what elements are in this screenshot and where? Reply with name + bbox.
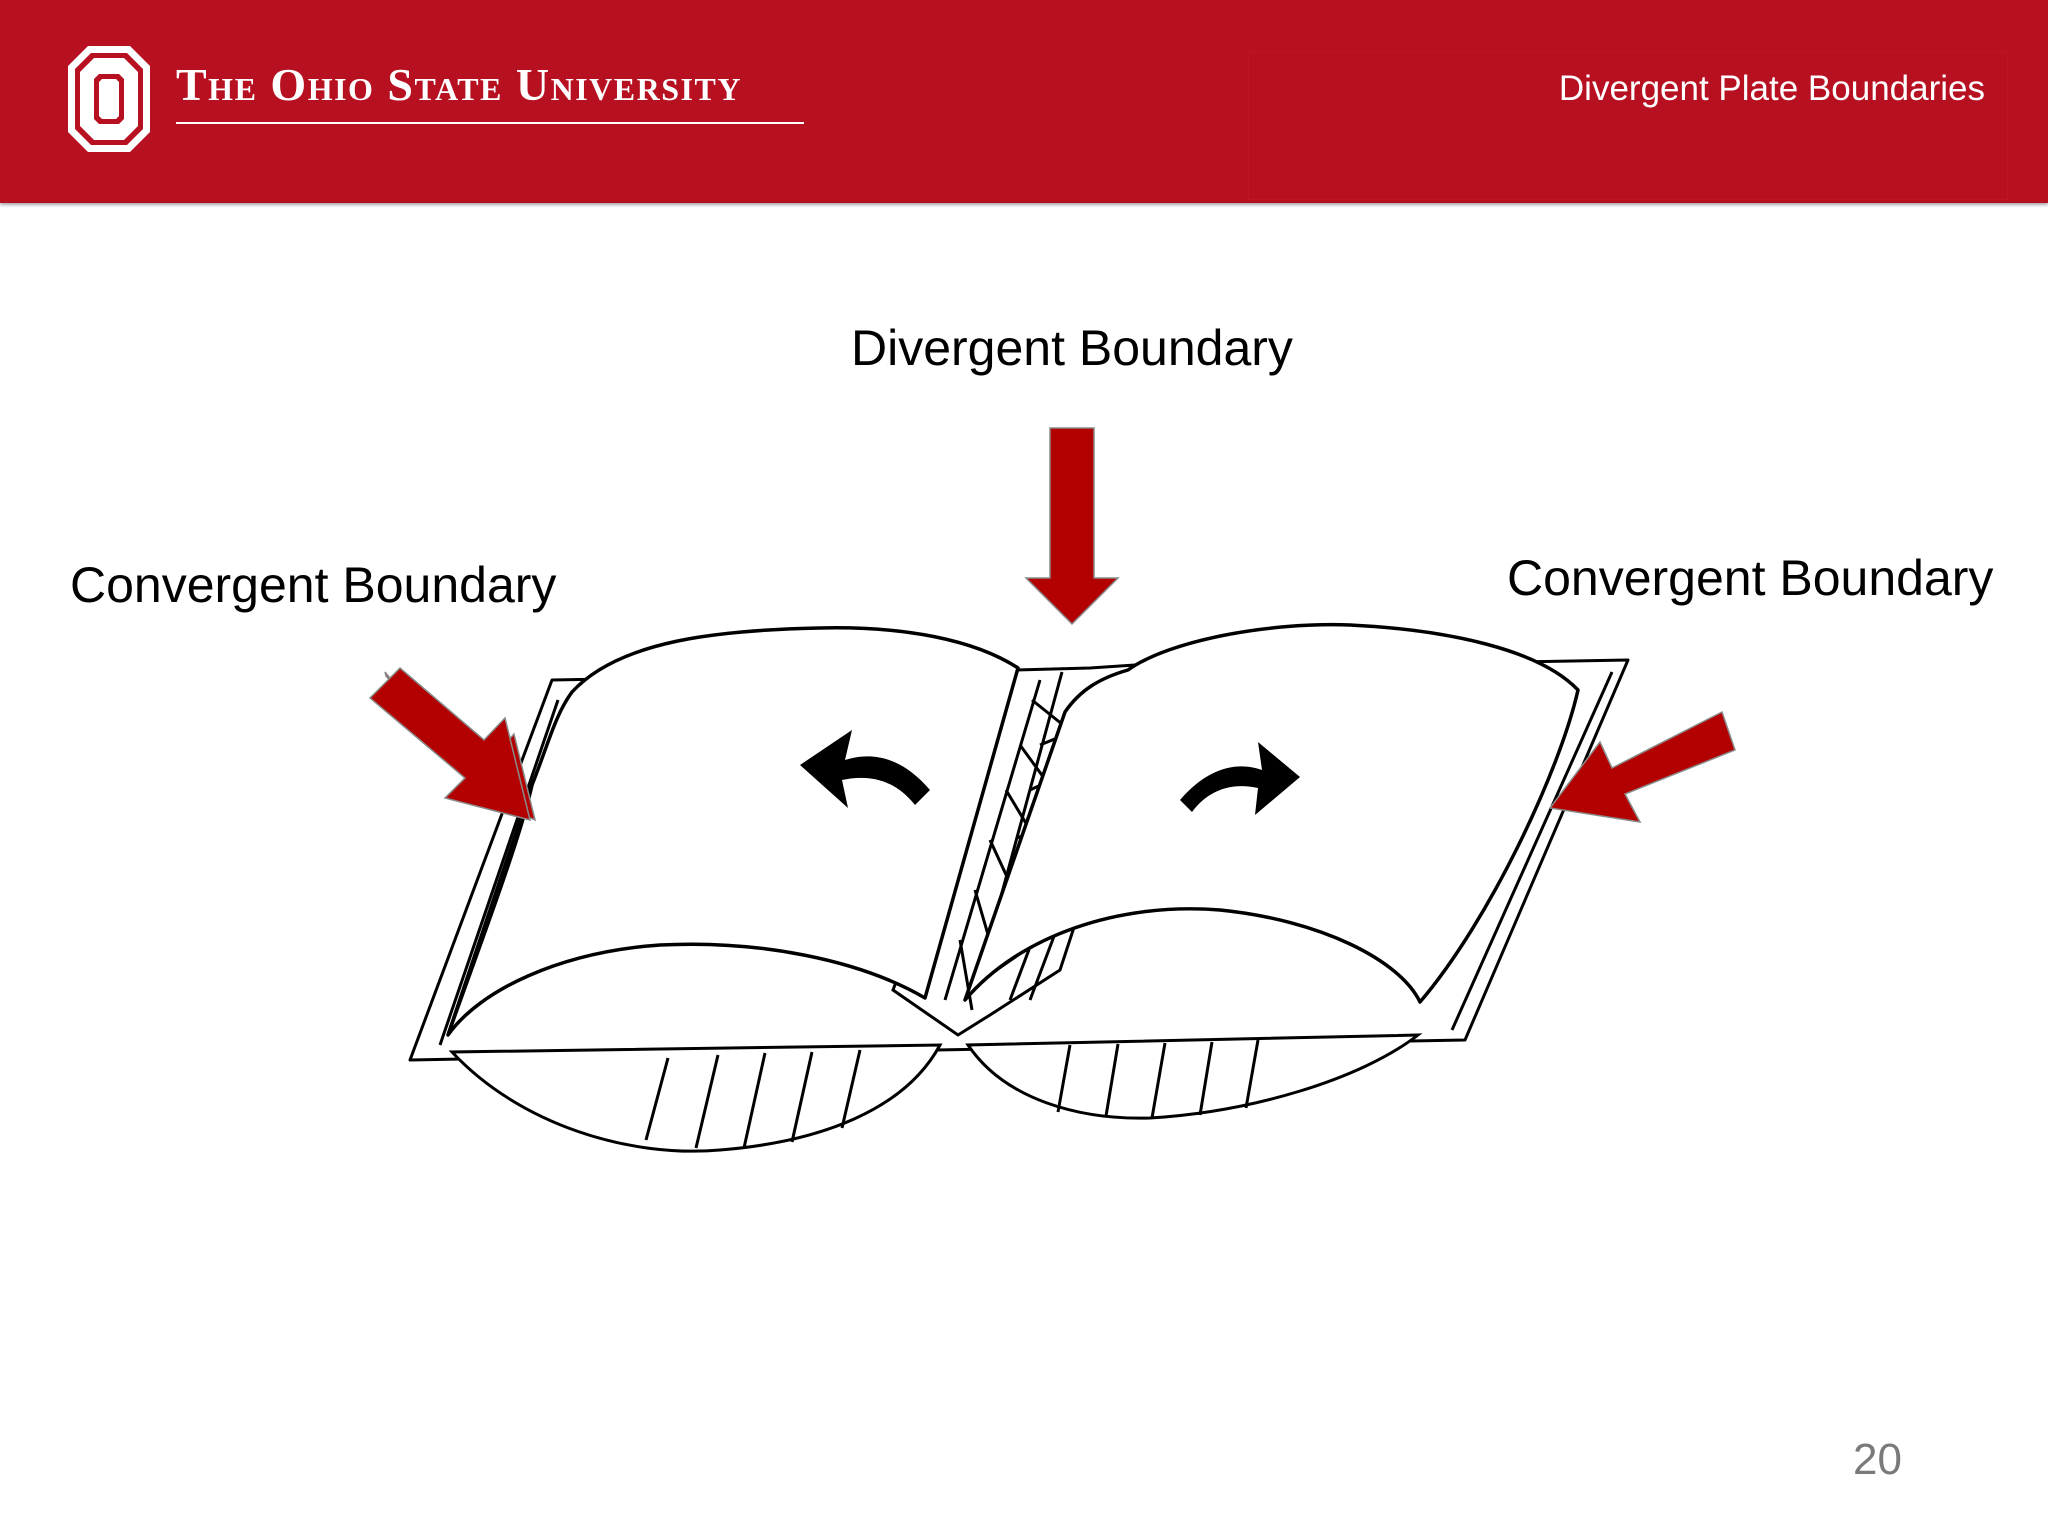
- plate-motion-arrows: [800, 730, 1300, 815]
- convergent-boundary-left-label: Convergent Boundary: [70, 557, 557, 613]
- underside-right: [965, 1033, 1423, 1120]
- divergent-down-arrow-icon: [1024, 427, 1120, 626]
- university-wordmark: The Ohio State University: [176, 59, 742, 110]
- move-right-arrow-icon: [1180, 742, 1300, 815]
- slide-header: The Ohio State University Divergent Plat…: [0, 0, 2048, 203]
- wordmark-underline: [176, 122, 804, 124]
- move-left-arrow-icon: [800, 730, 930, 808]
- underside-left: [448, 1043, 943, 1153]
- block-o-logo-icon: [68, 46, 150, 152]
- page-number: 20: [1853, 1435, 1902, 1484]
- right-plate: [963, 622, 1580, 1004]
- convergent-left-arrow-body-icon: [368, 666, 532, 822]
- slide-title-box: Divergent Plate Boundaries: [1248, 52, 2008, 200]
- divergent-boundary-label: Divergent Boundary: [851, 320, 1293, 376]
- convergent-boundary-right-label: Convergent Boundary: [1507, 550, 1994, 606]
- slide-title: Divergent Plate Boundaries: [1558, 69, 1985, 108]
- boundary-indicator-arrows: [368, 427, 1736, 823]
- convergent-right-arrow-icon: [1548, 710, 1736, 823]
